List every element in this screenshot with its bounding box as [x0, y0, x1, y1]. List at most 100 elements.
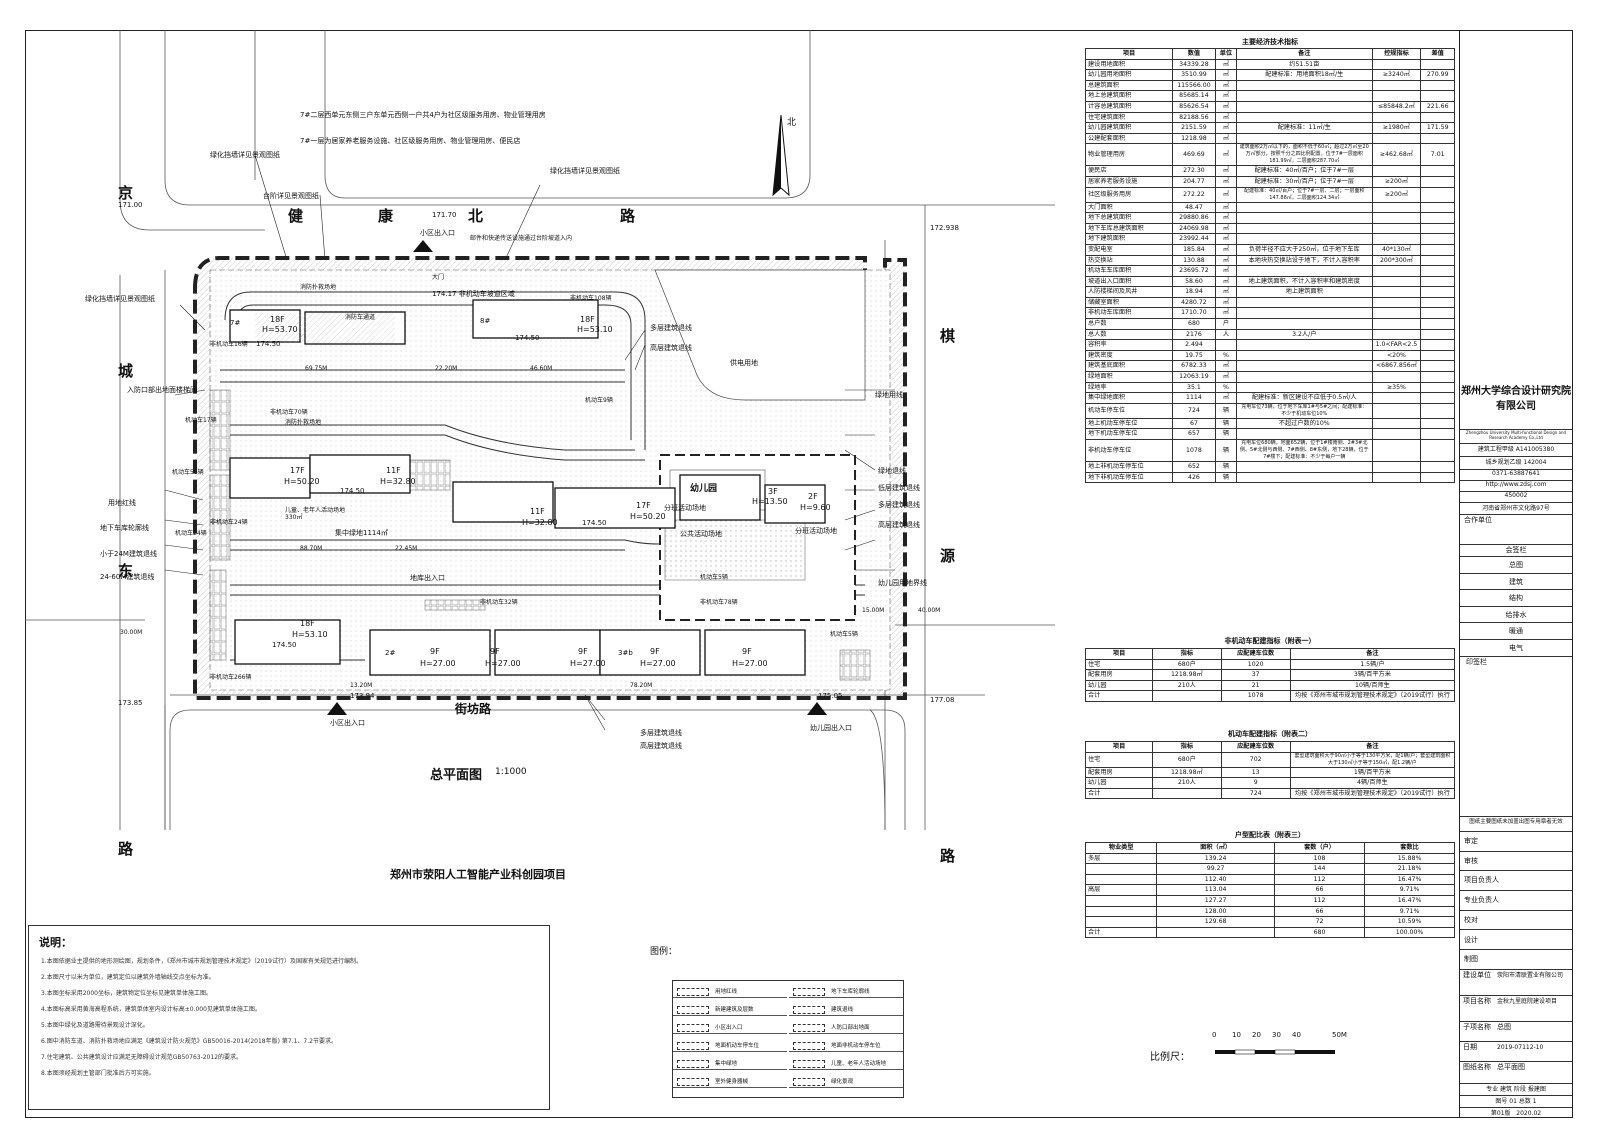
- road-north-2: 康: [378, 207, 394, 225]
- table-cell: [1235, 212, 1373, 224]
- table-cell: 1218.98㎡: [1152, 766, 1222, 779]
- table-cell: 坡道出入口面积: [1084, 275, 1174, 288]
- table-cell: 合计: [1084, 690, 1154, 702]
- table-cell: 29880.86: [1172, 212, 1216, 224]
- table-cell: [1371, 392, 1422, 404]
- table-cell: 总建筑面积: [1084, 79, 1174, 92]
- date-2: 2020.02: [1516, 1110, 1542, 1117]
- table-cell: 配建标准：30㎡/百户；位于7#一层: [1235, 175, 1373, 188]
- table-cell: ㎡: [1214, 286, 1237, 298]
- table-cell: 144: [1273, 863, 1366, 875]
- table-cell: 地上总建筑面积: [1084, 90, 1174, 102]
- discipline-row: 结构: [1460, 590, 1572, 607]
- annot-24: 24-60M建筑退线: [100, 573, 155, 581]
- annot-18: 多层建筑退线: [878, 501, 920, 509]
- header-cell: 应配建车位数: [1220, 648, 1291, 660]
- project-row: 项目名称金秋九里庭院建设项目: [1460, 996, 1572, 1022]
- table-cell: [1420, 307, 1455, 320]
- legend-swatch: [677, 988, 709, 996]
- table-cell: ≥200㎡: [1371, 175, 1422, 188]
- green-area-label: 集中绿地1114㎡: [335, 529, 388, 537]
- table-cell: 21: [1220, 679, 1291, 692]
- table-cell: 72: [1273, 916, 1366, 928]
- table-cell: 充电车位680辆，地面652辆，位于1#楼南侧、2#3#北侧、5#北侧与西侧、7…: [1235, 439, 1373, 462]
- car-5b: 机动车5辆: [830, 631, 858, 638]
- version: 第01版: [1490, 1110, 1511, 1117]
- table-cell: 社区级服务用房: [1084, 186, 1174, 203]
- table-cell: 200*300㎡: [1371, 254, 1422, 267]
- legend-item: 地面非机动车停车位: [789, 1039, 903, 1052]
- project-label: 项目名称: [1463, 997, 1491, 1005]
- table-cell: ㎡: [1214, 111, 1237, 124]
- annot-17: 低层建筑退线: [878, 484, 920, 492]
- table-cell: 辆: [1214, 402, 1237, 419]
- stage-label: 阶段: [1513, 1086, 1526, 1093]
- table-cell: 1.0<FAR<2.5: [1371, 339, 1422, 351]
- table-cell: [1084, 905, 1158, 918]
- table-cell: 地下机动车停车位: [1084, 428, 1174, 440]
- table-cell: [1420, 254, 1455, 267]
- table-cell: 地下车库总建筑面积: [1084, 222, 1174, 235]
- table-cell: 657: [1172, 428, 1216, 440]
- table-cell: 67: [1172, 417, 1216, 430]
- dim-7: 15.00M: [862, 607, 885, 614]
- header-cell: 项目: [1084, 741, 1154, 753]
- table-cell: 702: [1220, 751, 1291, 768]
- table-cell: ≥462.68㎡: [1371, 143, 1422, 167]
- table-cell: [1420, 402, 1455, 419]
- table-cell: [1371, 111, 1422, 124]
- table-cell: 合计: [1084, 926, 1158, 939]
- table-cell: 426: [1172, 471, 1216, 484]
- car-5: 机动车5辆: [700, 574, 728, 581]
- table-cell: 15.88%: [1364, 852, 1455, 865]
- public-area-label: 公共活动场地: [680, 530, 722, 538]
- date-value: 2019-07112-10: [1497, 1044, 1544, 1051]
- bike-108: 非机动车108辆: [570, 295, 612, 302]
- table-cell: 130.88: [1172, 254, 1216, 267]
- building-3-floors: 17F: [636, 501, 651, 510]
- legend-label: 建筑退线: [831, 1007, 854, 1013]
- building-7-elev: 174.50: [256, 340, 281, 348]
- table-cell: [1420, 286, 1455, 298]
- table-cell: 幼儿园用地面积: [1084, 69, 1174, 81]
- table-cell: [1371, 58, 1422, 71]
- table-cell: 10辆/百师生: [1289, 679, 1456, 692]
- road-north-4: 路: [620, 207, 636, 225]
- table-cell: 24069.98: [1172, 222, 1216, 235]
- legend-item: 人防口部出地面: [789, 1021, 903, 1034]
- table-cell: [1371, 265, 1422, 277]
- legend-label: 儿童、老年人活动场地: [831, 1061, 887, 1067]
- north-arrow: [772, 114, 790, 197]
- table-cell: 户: [1214, 318, 1237, 330]
- table-cell: [1420, 461, 1455, 473]
- road-west-1: 京: [118, 184, 134, 202]
- note-item: 2.本图尺寸以米为单位，建筑定位以建筑外墙轴线交点坐标为准。: [41, 974, 215, 981]
- table-cell: [1235, 360, 1373, 373]
- table-cell: <6867.856㎡: [1371, 360, 1422, 373]
- legend-item: 建筑退线: [789, 1003, 903, 1016]
- table-cell: [1420, 381, 1455, 394]
- car-17: 机动车17辆: [185, 417, 217, 424]
- table-cell: 9.71%: [1364, 884, 1455, 896]
- table-cell: 不超过户数的10%: [1235, 417, 1373, 430]
- table-cell: 热交换站: [1084, 254, 1174, 267]
- dim-9: 13.20M: [350, 682, 373, 689]
- table-cell: [1420, 439, 1455, 462]
- table-cell: 均按《郑州市城市规划管理技术规定》（2019试行）执行: [1289, 787, 1456, 800]
- table-cell: 18.94: [1172, 286, 1216, 298]
- table-cell: 3.2人/户: [1235, 328, 1373, 341]
- scale-tick: 10: [1232, 1031, 1241, 1039]
- table-cell: ≤85848.2㎡: [1371, 100, 1422, 113]
- discipline-row: 建筑: [1460, 574, 1572, 591]
- table-cell: ㎡: [1214, 233, 1237, 245]
- partner-label: 合作单位: [1460, 515, 1572, 545]
- table-cell: 配建标准：11㎡/生: [1235, 122, 1373, 134]
